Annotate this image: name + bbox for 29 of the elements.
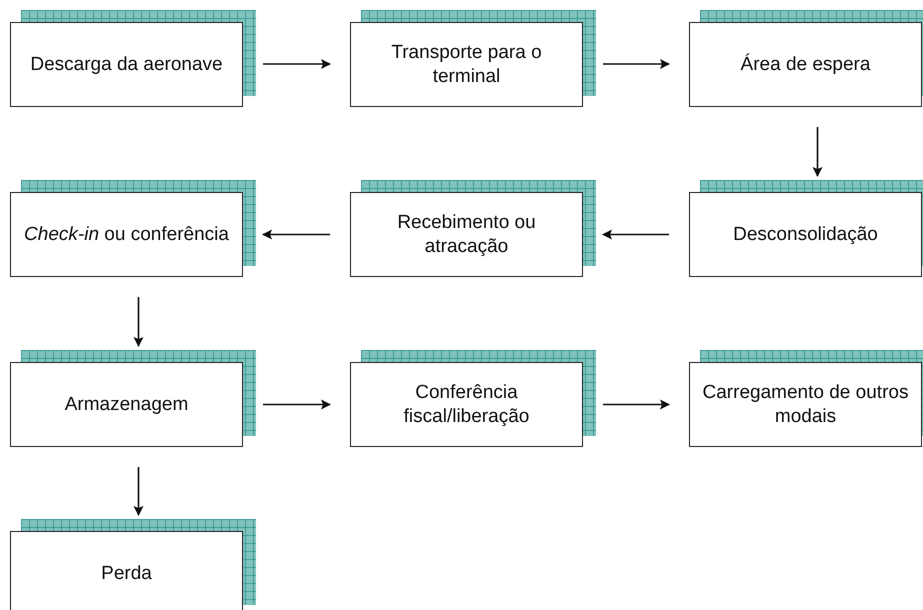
arrow	[263, 59, 331, 69]
process-box	[10, 362, 243, 447]
step-label: Armazenagem	[64, 392, 190, 416]
process-box	[350, 192, 583, 277]
process-box	[689, 192, 922, 277]
step-label: Transporte para o terminal	[390, 40, 543, 88]
step-label: Check-in ou conferência	[23, 222, 230, 246]
arrow	[262, 230, 330, 240]
arrow	[812, 127, 822, 177]
arrow	[134, 467, 144, 516]
process-box	[350, 362, 583, 447]
process-box	[10, 22, 243, 107]
arrow	[263, 400, 331, 410]
step-label: Conferência fiscal/liberação	[402, 380, 530, 428]
step-label: Perda	[100, 562, 153, 586]
arrow	[602, 230, 669, 240]
arrow	[603, 400, 670, 410]
process-box	[689, 362, 922, 447]
step-label: Carregamento de outros modais	[702, 380, 910, 428]
step-label: Recebimento ou atracação	[396, 210, 537, 258]
step-label: Desconsolidação	[732, 222, 879, 246]
process-box	[10, 531, 243, 610]
step-label: Descarga da aeronave	[29, 52, 224, 76]
process-box	[10, 192, 243, 277]
process-box	[689, 22, 922, 107]
arrow	[603, 59, 670, 69]
arrow	[134, 297, 144, 347]
step-label: Área de espera	[740, 52, 872, 76]
process-box	[350, 22, 583, 107]
